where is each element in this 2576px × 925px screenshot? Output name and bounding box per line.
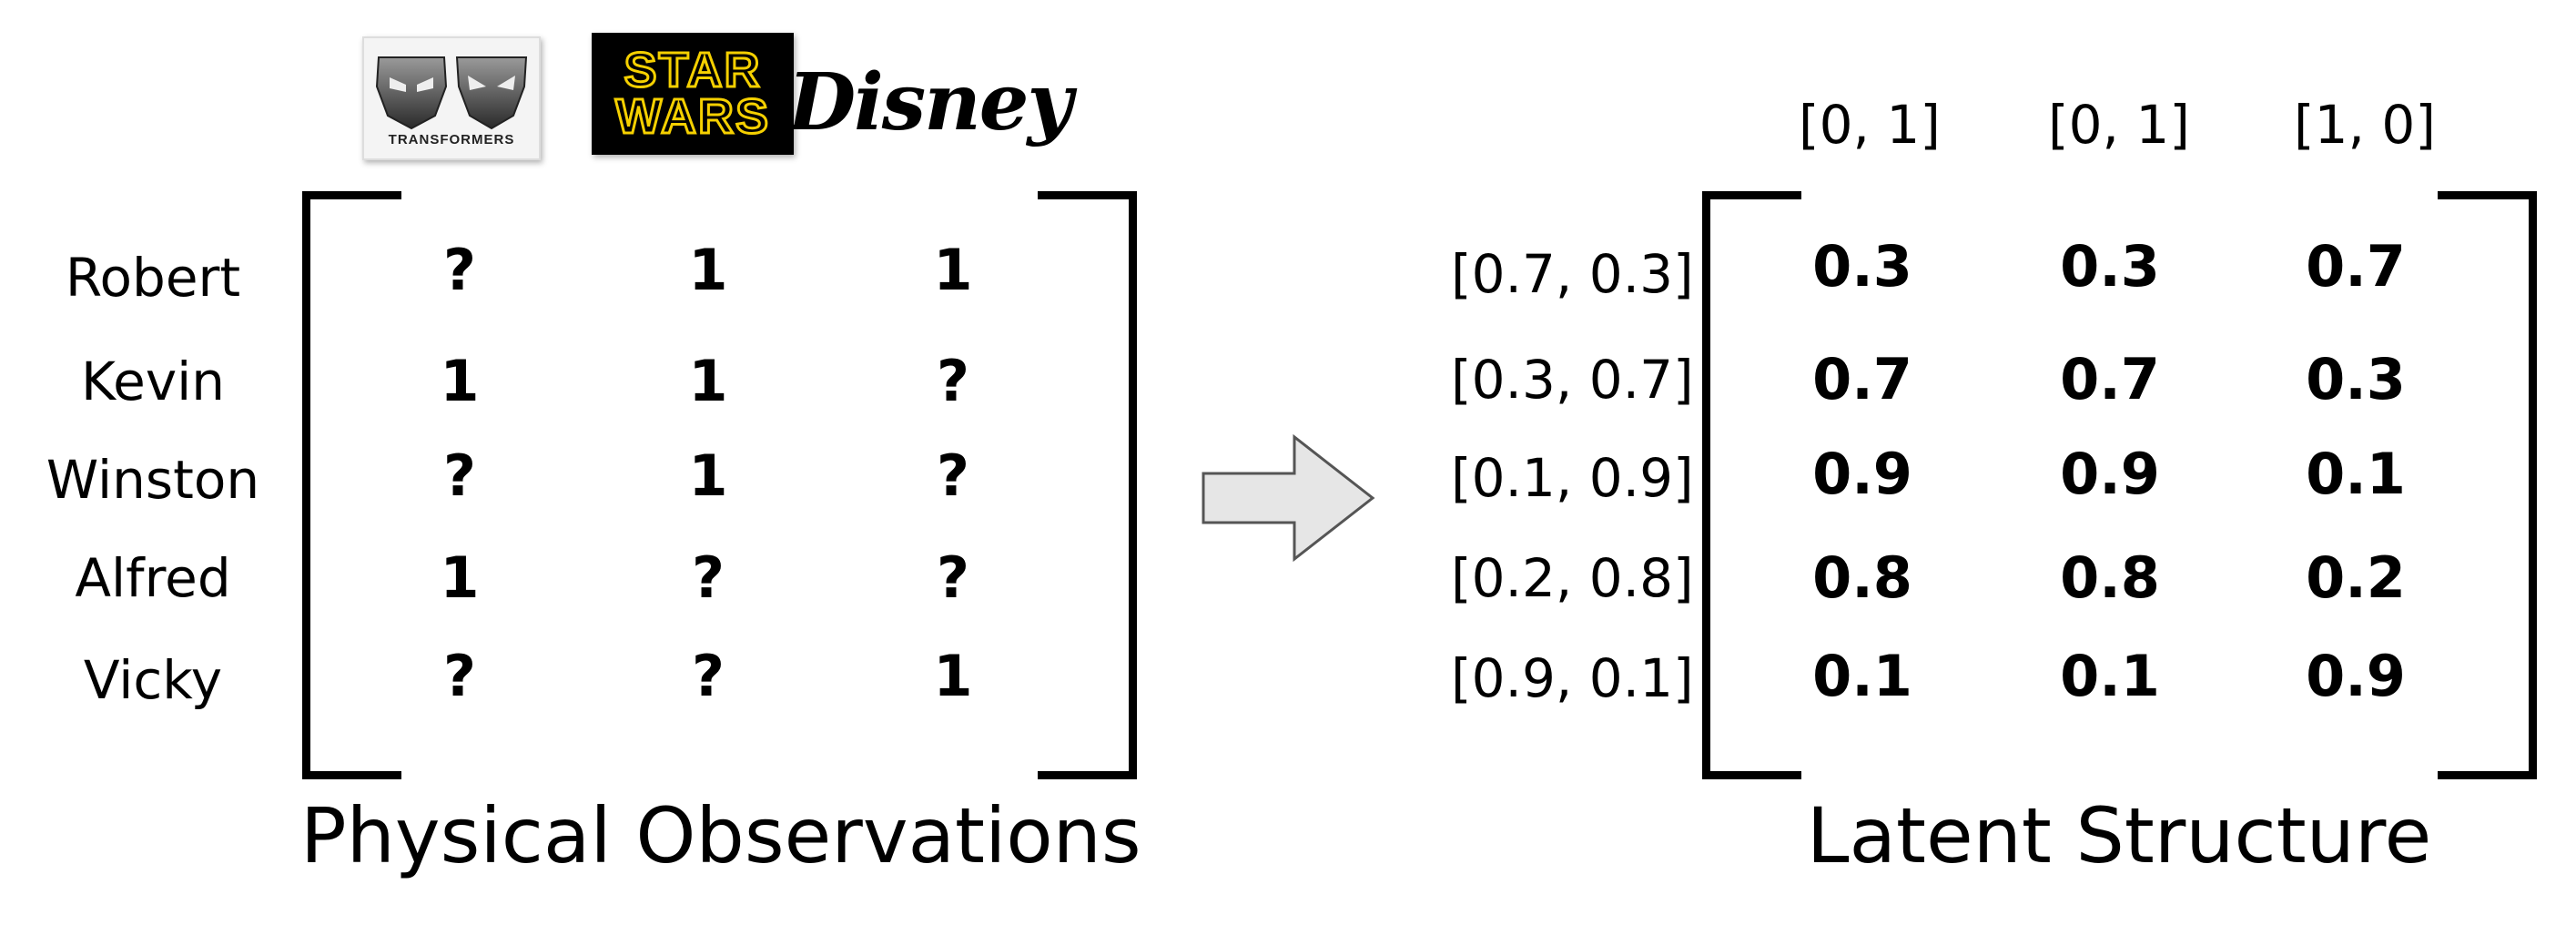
right-cell: 0.3 — [2060, 233, 2160, 300]
left-cell: 1 — [688, 348, 728, 414]
left-cell: 1 — [688, 237, 728, 303]
disney-wordmark: Disney — [787, 56, 1073, 148]
right-cell: 0.2 — [2306, 544, 2406, 611]
row-label-robert: Robert — [65, 247, 241, 309]
right-cell: 0.7 — [1812, 346, 1912, 412]
right-cell: 0.9 — [2060, 441, 2160, 507]
latent-structure-caption: Latent Structure — [1806, 791, 2432, 880]
left-matrix-right-bracket — [1038, 191, 1137, 779]
row-label-kevin: Kevin — [80, 351, 226, 412]
left-cell: 1 — [440, 544, 480, 611]
transformers-wordmark: TRANSFORMERS — [388, 131, 515, 147]
right-cell: 0.9 — [1812, 441, 1912, 507]
right-cell: 0.1 — [2060, 643, 2160, 709]
right-matrix-right-bracket — [2438, 191, 2537, 779]
right-cell: 0.1 — [1812, 643, 1912, 709]
row-label-alfred: Alfred — [75, 547, 231, 609]
left-cell: ? — [443, 643, 476, 709]
row-label-winston: Winston — [46, 449, 260, 511]
left-cell: ? — [937, 544, 969, 611]
right-cell: 0.8 — [2060, 544, 2160, 611]
disney-logo: Disney — [788, 47, 1073, 157]
left-cell: ? — [692, 544, 725, 611]
row-label-vicky: Vicky — [83, 649, 223, 711]
left-cell: ? — [692, 643, 725, 709]
right-cell: 0.3 — [1812, 233, 1912, 300]
row-vector: [0.2, 0.8] — [1451, 547, 1694, 609]
star-wars-logo: STAR WARS — [592, 33, 794, 155]
left-matrix-left-bracket — [302, 191, 401, 779]
star-wars-line2: WARS — [614, 89, 770, 144]
right-cell: 0.7 — [2060, 346, 2160, 412]
left-cell: ? — [937, 442, 969, 509]
column-vector: [0, 1] — [2048, 94, 2190, 156]
left-cell: 1 — [933, 643, 973, 709]
left-cell: 1 — [440, 348, 480, 414]
left-cell: 1 — [688, 442, 728, 509]
row-vector: [0.7, 0.3] — [1451, 243, 1694, 305]
column-vector: [0, 1] — [1799, 94, 1941, 156]
star-wars-line1: STAR — [623, 42, 762, 97]
right-cell: 0.7 — [2306, 233, 2406, 300]
right-cell: 0.3 — [2306, 346, 2406, 412]
right-arrow-icon — [1202, 433, 1375, 563]
right-matrix-left-bracket — [1702, 191, 1801, 779]
row-vector: [0.1, 0.9] — [1451, 447, 1694, 509]
right-cell: 0.8 — [1812, 544, 1912, 611]
left-cell: ? — [937, 348, 969, 414]
left-cell: ? — [443, 237, 476, 303]
left-cell: 1 — [933, 237, 973, 303]
transformers-logo: TRANSFORMERS — [362, 36, 541, 160]
row-vector: [0.9, 0.1] — [1451, 647, 1694, 709]
right-cell: 0.1 — [2306, 441, 2406, 507]
column-vector: [1, 0] — [2294, 94, 2436, 156]
right-cell: 0.9 — [2306, 643, 2406, 709]
row-vector: [0.3, 0.7] — [1451, 349, 1694, 411]
physical-observations-caption: Physical Observations — [300, 791, 1141, 880]
transformers-icon — [375, 56, 528, 129]
left-cell: ? — [443, 442, 476, 509]
